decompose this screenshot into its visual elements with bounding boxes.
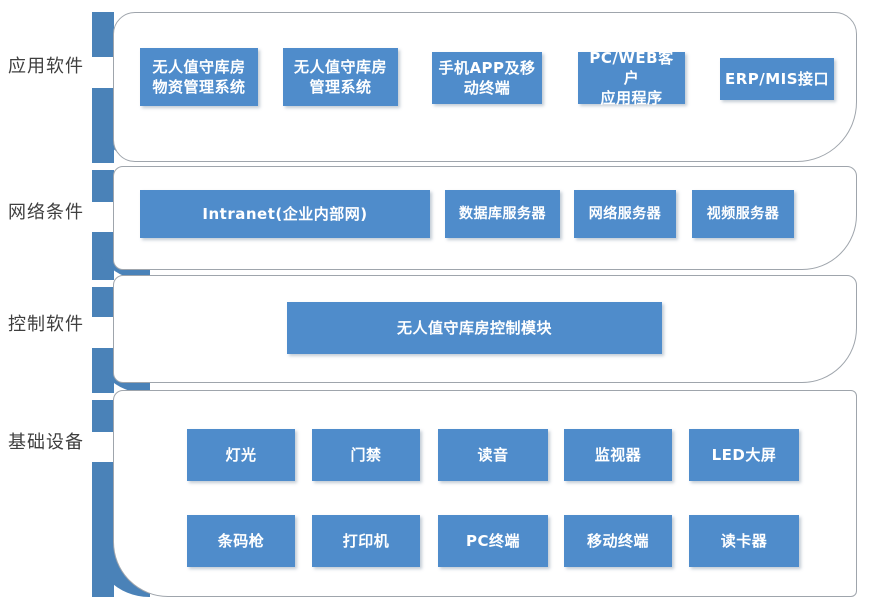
layer-label-application-software: 应用软件 xyxy=(8,56,84,77)
node-led-screen[interactable]: LED大屏 xyxy=(689,429,799,481)
spine-gap-6 xyxy=(88,393,118,400)
node-network-server[interactable]: 网络服务器 xyxy=(574,190,676,238)
layer-label-infrastructure-equipment: 基础设备 xyxy=(8,432,84,453)
node-pc-web-client[interactable]: PC/WEB客户 应用程序 xyxy=(578,49,685,107)
spine-segment-7 xyxy=(92,400,114,432)
node-monitor[interactable]: 监视器 xyxy=(564,429,672,481)
node-erp-mis-interface[interactable]: ERP/MIS接口 xyxy=(720,58,834,100)
layer-label-network-conditions: 网络条件 xyxy=(8,202,84,223)
node-access-control[interactable]: 门禁 xyxy=(312,429,420,481)
node-lighting[interactable]: 灯光 xyxy=(187,429,295,481)
node-printer[interactable]: 打印机 xyxy=(312,515,420,567)
node-mobile-app[interactable]: 手机APP及移 动终端 xyxy=(432,52,542,104)
node-wms-material[interactable]: 无人值守库房 物资管理系统 xyxy=(140,48,258,106)
node-wms-management[interactable]: 无人值守库房 管理系统 xyxy=(283,48,398,106)
node-database-server[interactable]: 数据库服务器 xyxy=(445,190,560,238)
node-audio[interactable]: 读音 xyxy=(438,429,548,481)
spine-segment-5 xyxy=(92,287,114,317)
node-warehouse-control-module[interactable]: 无人值守库房控制模块 xyxy=(287,302,662,354)
node-pc-terminal[interactable]: PC终端 xyxy=(438,515,548,567)
spine-gap-2 xyxy=(88,163,118,170)
node-barcode-scanner[interactable]: 条码枪 xyxy=(187,515,295,567)
spine-segment-3 xyxy=(92,170,114,202)
spine-gap-4 xyxy=(88,280,118,287)
node-card-reader[interactable]: 读卡器 xyxy=(689,515,799,567)
node-intranet[interactable]: Intranet(企业内部网) xyxy=(140,190,430,238)
node-video-server[interactable]: 视频服务器 xyxy=(692,190,794,238)
layer-label-control-software: 控制软件 xyxy=(8,314,84,335)
node-mobile-terminal[interactable]: 移动终端 xyxy=(564,515,672,567)
spine-segment-1 xyxy=(92,12,114,57)
